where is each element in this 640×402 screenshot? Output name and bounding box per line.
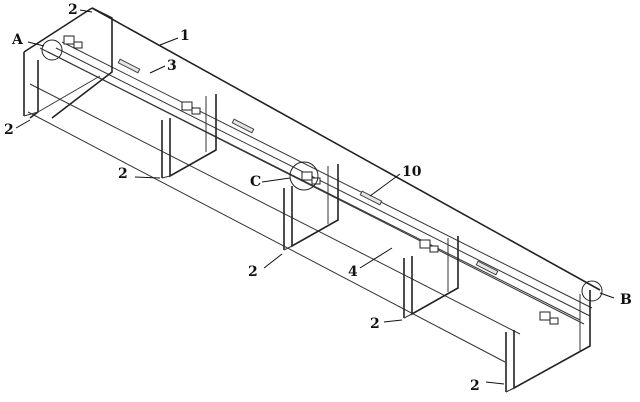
label-2-frame-4: 2 [370,316,380,332]
clamp-blocks [63,35,559,325]
support-frame-2 [161,94,217,179]
slot-plates [117,58,499,276]
label-c: C [250,174,261,190]
label-3: 3 [167,58,177,74]
label-2-frame-2: 2 [118,166,128,182]
label-2-top: 2 [68,2,78,18]
support-frame-5 [505,290,591,393]
label-10: 10 [402,164,422,180]
label-2-frame-1: 2 [4,122,14,138]
label-2-frame-5: 2 [470,378,480,394]
label-4: 4 [348,264,358,280]
detail-circle-a [41,39,63,61]
longitudinal-rails [27,41,593,363]
support-frame-4 [403,236,459,319]
label-b: B [620,292,632,308]
support-frame-3 [283,164,339,251]
support-frame-1 [23,7,113,119]
detail-circle-b [581,280,603,302]
label-a: A [11,32,24,48]
label-1: 1 [180,28,190,44]
detail-circle-c [289,161,319,191]
leader-lines [15,9,615,385]
top-beam [23,7,601,291]
label-2-frame-3: 2 [248,264,258,280]
